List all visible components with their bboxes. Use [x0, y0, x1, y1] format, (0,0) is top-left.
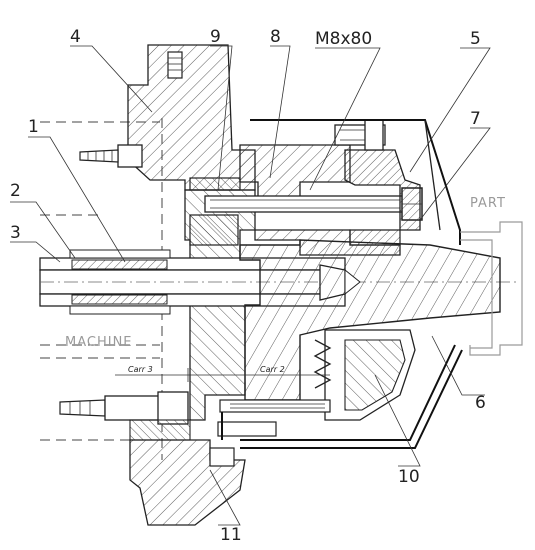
part-5-cover — [344, 149, 421, 246]
part-9-ring — [189, 177, 241, 246]
air-fitting-bottom — [59, 391, 191, 441]
callout-bolt-size: M8x80 — [315, 29, 372, 49]
callout-8: 8 — [270, 27, 281, 47]
top-screw — [334, 119, 386, 151]
callout-4: 4 — [70, 27, 81, 47]
callout-11: 11 — [220, 525, 242, 545]
part-label: PART — [470, 196, 506, 211]
callout-3: 3 — [10, 223, 21, 243]
part-11-bottom-block — [129, 439, 246, 526]
part-10-block — [324, 329, 416, 421]
carr-3-label: Carr 3 — [128, 365, 153, 374]
part-6-mandrel — [239, 239, 501, 401]
carr-2-label: Carr 2 — [260, 365, 285, 374]
callout-6: 6 — [475, 393, 486, 413]
air-fitting-top — [79, 144, 143, 168]
part-4-top-block — [127, 44, 256, 191]
callout-10: 10 — [398, 467, 420, 487]
callout-7: 7 — [470, 109, 481, 129]
callout-5: 5 — [470, 29, 481, 49]
part-7-outer-cover — [240, 119, 463, 449]
machine-label: MACHINE — [65, 335, 133, 350]
bottom-piston — [217, 399, 331, 440]
callout-9: 9 — [210, 27, 221, 47]
spring-coils — [313, 339, 332, 389]
carr-dimension-lines — [115, 368, 330, 382]
part-workpiece — [460, 221, 523, 356]
callout-1: 1 — [28, 117, 39, 137]
callout-2: 2 — [10, 181, 21, 201]
leader-lines — [10, 45, 491, 526]
